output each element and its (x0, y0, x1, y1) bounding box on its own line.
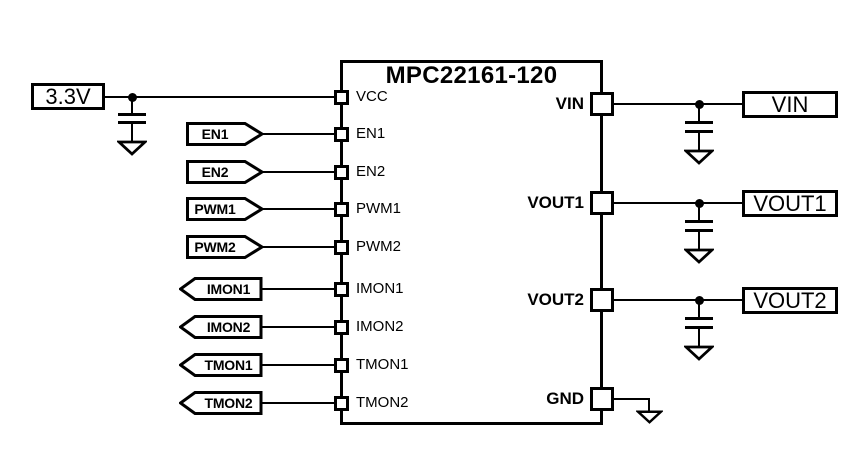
supply-net-box: 3.3V (31, 83, 105, 110)
capacitor-plate (685, 220, 713, 223)
wire-tmon1 (260, 364, 336, 366)
pin-label-imon2: IMON2 (356, 318, 404, 335)
wire-pwm1 (262, 208, 336, 210)
input-flag-pwm2 (186, 235, 264, 259)
output-flag-tmon2 (179, 391, 263, 415)
capacitor-plate (118, 121, 146, 124)
input-flag-en1 (186, 122, 264, 146)
wire-vout2-cap-top (698, 300, 700, 318)
ground-symbol (684, 149, 714, 165)
wire-en2 (262, 171, 336, 173)
pin-square-tmon1 (334, 358, 349, 373)
pin-square-imon2 (334, 320, 349, 335)
output-flag-tmon1 (179, 353, 263, 377)
output-flag-label-tmon2: TMON2 (204, 395, 253, 411)
wire-vout2 (612, 299, 742, 301)
input-flag-label-en2: EN2 (201, 164, 229, 180)
pin-label-imon1: IMON1 (356, 280, 404, 297)
wire-vout1 (612, 202, 742, 204)
input-flag-label-pwm1: PWM1 (194, 201, 236, 217)
pin-label-vout2: VOUT2 (527, 290, 584, 309)
ic-body (340, 60, 603, 425)
wire-supply-cap-bottom (131, 124, 133, 141)
pin-square-tmon2 (334, 396, 349, 411)
pin-square-en2 (334, 165, 349, 180)
capacitor-plate (685, 229, 713, 232)
pin-label-vin: VIN (555, 94, 584, 113)
output-flag-imon1 (179, 277, 263, 301)
wire-en1 (262, 133, 336, 135)
capacitor-plate (685, 121, 713, 124)
pin-square-pwm1 (334, 202, 349, 217)
wire-supply-cap-top (131, 97, 133, 114)
wire-gnd-v (648, 399, 650, 412)
pin-label-vcc: VCC (356, 88, 388, 105)
pin-label-en1: EN1 (356, 125, 386, 142)
pin-square-vin (590, 92, 614, 116)
wire-imon1 (260, 288, 336, 290)
input-flag-en2 (186, 160, 264, 184)
wire-vout1-cap-bottom (698, 232, 700, 249)
pin-square-gnd (590, 387, 614, 411)
output-flag-label-tmon1: TMON1 (204, 357, 253, 373)
input-flag-pwm1 (186, 197, 264, 221)
ground-symbol (684, 345, 714, 361)
wire-supply-to-vcc (105, 96, 334, 98)
output-flag-imon2 (179, 315, 263, 339)
net-box-vout1: VOUT1 (742, 190, 838, 217)
input-flag-label-pwm2: PWM2 (194, 239, 236, 255)
pin-label-gnd: GND (546, 389, 584, 408)
pin-label-vout1: VOUT1 (527, 193, 584, 212)
wire-vin (612, 103, 742, 105)
pin-label-pwm1: PWM1 (356, 200, 401, 217)
wire-imon2 (260, 326, 336, 328)
capacitor-plate (685, 317, 713, 320)
pin-square-vcc (334, 90, 349, 105)
capacitor-plate (118, 113, 146, 116)
wire-pwm2 (262, 246, 336, 248)
wire-gnd-h (612, 398, 650, 400)
pin-label-tmon1: TMON1 (356, 356, 409, 373)
wire-tmon2 (260, 402, 336, 404)
ground-symbol (117, 140, 147, 156)
pin-square-vout2 (590, 288, 614, 312)
pin-square-en1 (334, 127, 349, 142)
output-flag-label-imon2: IMON2 (206, 319, 251, 335)
wire-vin-cap-top (698, 104, 700, 122)
net-box-vout2: VOUT2 (742, 287, 838, 314)
pin-square-vout1 (590, 191, 614, 215)
pin-square-pwm2 (334, 240, 349, 255)
pin-label-pwm2: PWM2 (356, 238, 401, 255)
wire-vout2-cap-bottom (698, 329, 700, 346)
ground-symbol (684, 248, 714, 264)
net-box-vin: VIN (742, 91, 838, 118)
capacitor-plate (685, 326, 713, 329)
ground-symbol-gnd-pin (636, 410, 663, 424)
ic-title: MPC22161-120 (385, 62, 558, 89)
capacitor-plate (685, 130, 713, 133)
wire-vin-cap-bottom (698, 133, 700, 150)
pin-square-imon1 (334, 282, 349, 297)
input-flag-label-en1: EN1 (201, 126, 229, 142)
output-flag-label-imon1: IMON1 (206, 281, 251, 297)
pin-label-tmon2: TMON2 (356, 394, 409, 411)
wire-vout1-cap-top (698, 203, 700, 221)
pin-label-en2: EN2 (356, 163, 386, 180)
